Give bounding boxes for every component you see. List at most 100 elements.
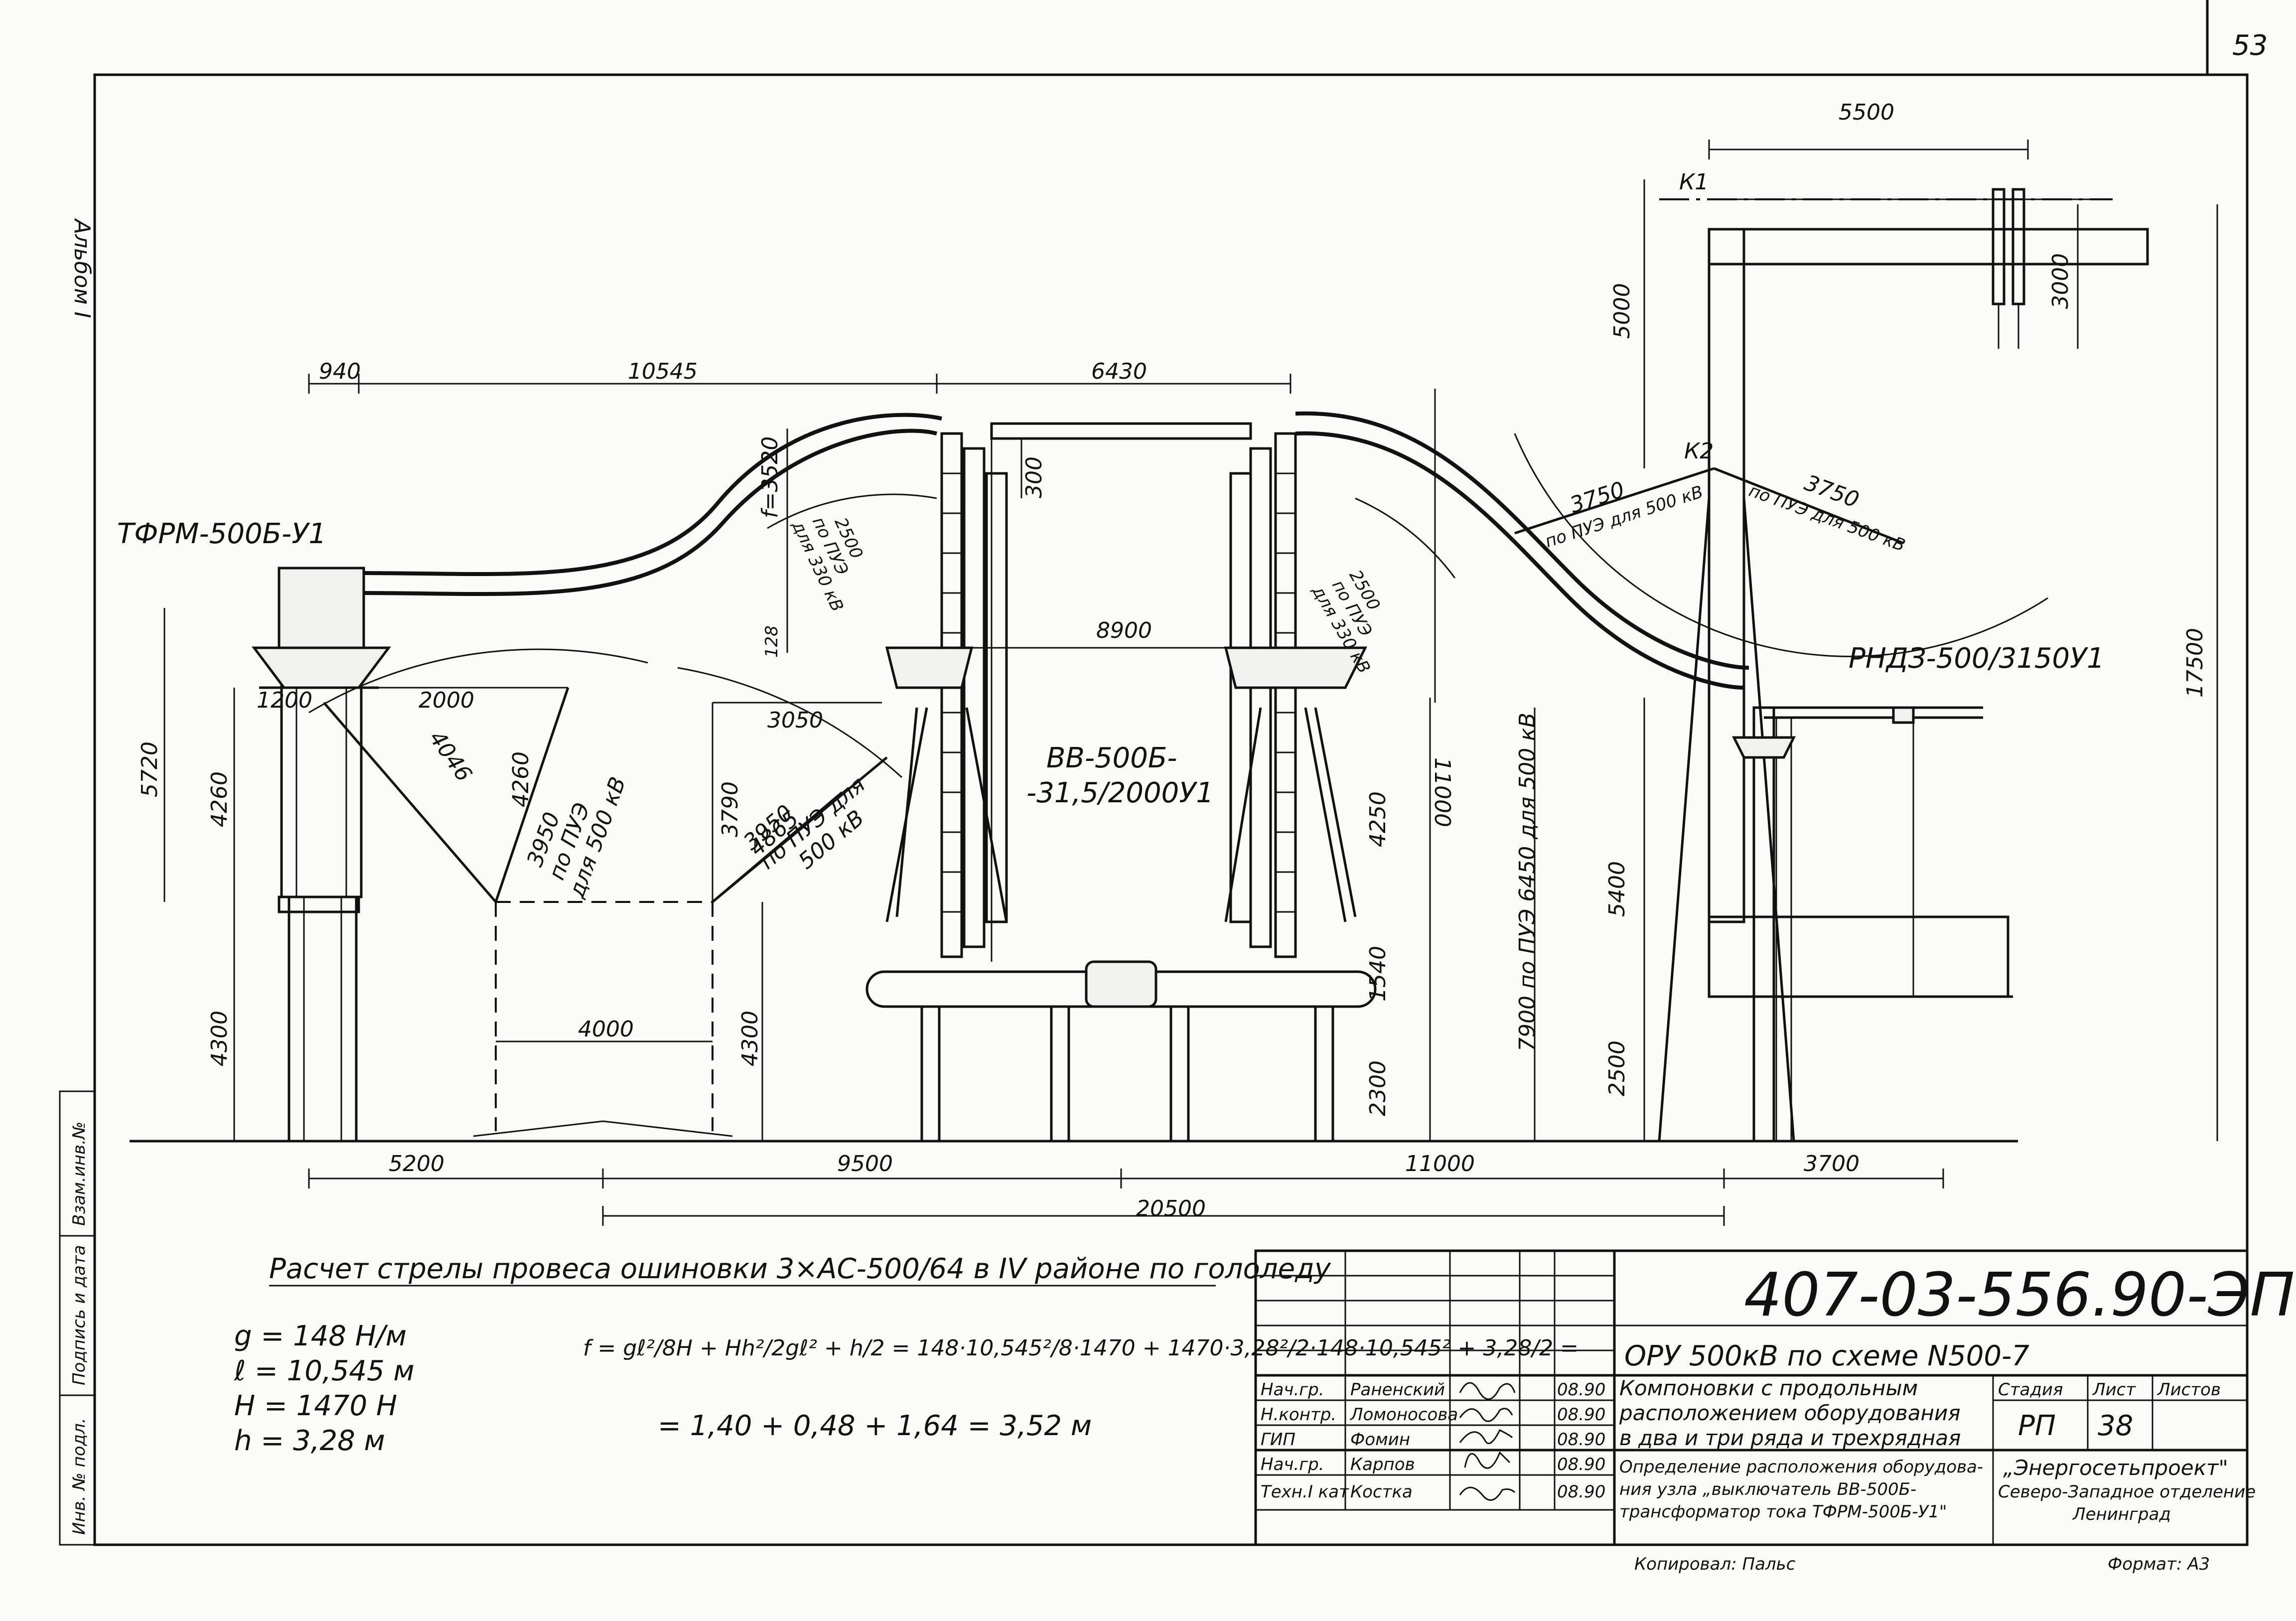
clearance-note-3950-b: 3950 по ПУЭ для 500 кВ: [739, 772, 870, 875]
description-line-1: Компоновки с продольным: [1619, 1376, 1918, 1400]
dim-4300-right: 4300: [737, 1011, 763, 1066]
sag-formula: f = gℓ²/8H + Hh²/2gℓ² + h/2 = 148·10,545…: [583, 1335, 1578, 1361]
description-line-3: в два и три ряда и трехрядная: [1619, 1426, 1961, 1450]
dim-7900: 7900 по ПУЭ 6450 для 500 кВ: [1515, 713, 1540, 1051]
dim-4300-left: 4300: [207, 1011, 232, 1066]
gantry-portal: [1658, 188, 2149, 1142]
point-k1-label: К1: [1679, 169, 1709, 195]
handwritten-signatures: [1459, 1382, 1516, 1501]
clearance-line-b: [323, 702, 497, 903]
given-h-height: h = 3,28 м: [234, 1425, 385, 1457]
bus-conductor-left: [363, 429, 937, 596]
sheet-format: Формат: А3: [2108, 1554, 2210, 1574]
signature-name-4: Карпов: [1350, 1455, 1415, 1474]
dim-5720: 5720: [137, 741, 162, 797]
air-circuit-breaker: [865, 422, 1377, 1143]
point-k2-label: К2: [1684, 439, 1714, 464]
clearance-note-3950-a: 3950 по ПУЭ для 500 кВ: [522, 773, 631, 901]
signature-date-1: 08.90: [1557, 1380, 1605, 1400]
clearance-note-3750-a: 3750 по ПУЭ для 500 кВ: [1543, 477, 1706, 552]
current-transformer: [252, 567, 391, 1143]
dim-10545: 10545: [628, 359, 698, 384]
clearance-line-k2-right: [1714, 467, 1904, 545]
clearance-line-a: [494, 687, 570, 902]
sheet-title-line-2: ния узла „выключатель ВВ-500Б-: [1619, 1479, 1916, 1499]
sheet-value: 38: [2098, 1410, 2133, 1442]
dim-300: 300: [1021, 456, 1047, 498]
breaker-label-2: -31,5/2000У1: [1026, 777, 1214, 809]
dim-20500: 20500: [1136, 1196, 1206, 1221]
clearance-note-3750-b: 3750 по ПУЭ для 500 кВ: [1746, 470, 1908, 556]
bus-conductor-right-outer: [1295, 411, 1749, 670]
stamp-replaced-inv: Взам.инв.№: [69, 1122, 89, 1226]
dim-3000: 3000: [2048, 253, 2073, 309]
sheet-title-line-3: трансформатор тока ТФРМ-500Б-У1": [1619, 1502, 1947, 1522]
dim-1200: 1200: [257, 688, 312, 713]
signature-date-2: 08.90: [1557, 1405, 1605, 1425]
signature-name-2: Ломоносова: [1349, 1405, 1458, 1425]
organization-line-1: „Энергосетьпроект": [2003, 1456, 2228, 1480]
sheets-header: Листов: [2156, 1380, 2221, 1400]
signature-date-3: 08.90: [1557, 1430, 1605, 1450]
description-line-2: расположением оборудования: [1619, 1401, 1961, 1425]
clearance-arc-1: [308, 648, 648, 714]
disconnector: [1731, 706, 1983, 1143]
dim-9500: 9500: [837, 1151, 893, 1177]
dim-f-3520: f=3520: [757, 437, 783, 518]
page-number: 53: [2232, 29, 2268, 62]
dim-11000-vertical: 11000: [1430, 757, 1455, 827]
dim-940: 940: [319, 359, 361, 384]
clearance-arc-4: [1355, 497, 1456, 579]
given-l: ℓ = 10,545 м: [234, 1355, 415, 1387]
signature-name-1: Раненский: [1350, 1380, 1445, 1400]
sheet-frame: [93, 73, 2249, 1546]
dim-2500: 2500: [1604, 1040, 1630, 1096]
dimension-lines: [163, 140, 2218, 1226]
stamp-inv-no: Инв. № подл.: [69, 1418, 89, 1535]
side-stamp: Инв. № подл. Подпись и дата Взам.инв.№: [59, 1090, 96, 1546]
dim-5400: 5400: [1604, 861, 1630, 917]
clearance-arc-2: [677, 667, 903, 778]
signature-role-3: ГИП: [1261, 1430, 1295, 1450]
dim-3700: 3700: [1804, 1151, 1860, 1177]
signature-name-5: Костка: [1350, 1482, 1413, 1502]
signature-date-5: 08.90: [1557, 1482, 1605, 1502]
dim-4260-b: 4260: [508, 751, 534, 807]
signature-role-4: Нач.гр.: [1261, 1455, 1324, 1474]
stamp-signature-date: Подпись и дата: [69, 1245, 89, 1385]
signature-date-4: 08.90: [1557, 1455, 1605, 1474]
dim-4000: 4000: [578, 1017, 634, 1042]
sheet-header: Лист: [2092, 1380, 2136, 1400]
sheet-title-line-1: Определение расположения оборудова-: [1619, 1457, 1983, 1477]
dim-8900: 8900: [1096, 618, 1152, 643]
signature-name-3: Фомин: [1350, 1430, 1410, 1450]
breaker-label-1: ВВ-500Б-: [1046, 742, 1177, 774]
dim-3050: 3050: [767, 708, 823, 733]
clearance-line-k2-left: [1514, 467, 1715, 535]
transformer-label: ТФРМ-500Б-У1: [117, 518, 326, 550]
bus-conductor-left-outer: [363, 413, 942, 577]
dim-4250: 4250: [1365, 791, 1391, 847]
given-g: g = 148 Н/м: [234, 1320, 407, 1352]
dim-5200: 5200: [389, 1151, 444, 1177]
dim-2300: 2300: [1365, 1060, 1391, 1116]
calculation-heading: Расчет стрелы провеса ошиновки 3×АС-500/…: [269, 1253, 1331, 1285]
dim-4046: 4046: [424, 726, 477, 786]
bus-conductor-right: [1295, 431, 1744, 690]
dim-17500: 17500: [2182, 628, 2208, 698]
signature-role-2: Н.контр.: [1261, 1405, 1336, 1425]
title-block: [1254, 1249, 2249, 1546]
dim-1540: 1540: [1365, 946, 1391, 1002]
organization-line-3: Ленинград: [2072, 1504, 2171, 1524]
dim-3790: 3790: [718, 781, 743, 837]
copied-by: Копировал: Пальс: [1634, 1554, 1796, 1574]
stage-header: Стадия: [1998, 1380, 2063, 1400]
signature-role-1: Нач.гр.: [1261, 1380, 1324, 1400]
clearance-line-d: [712, 791, 843, 903]
dim-11000-horizontal: 11000: [1405, 1151, 1475, 1177]
clearance-note-2500-a: 2500 по ПУЭ для 330 кВ: [788, 514, 866, 614]
drawing-code: 407-03-556.90-ЭП1: [1744, 1261, 2296, 1330]
given-h-tension: H = 1470 Н: [234, 1390, 397, 1422]
project-title: ОРУ 500кВ по схеме N500-7: [1624, 1340, 2029, 1372]
dim-6430: 6430: [1091, 359, 1147, 384]
